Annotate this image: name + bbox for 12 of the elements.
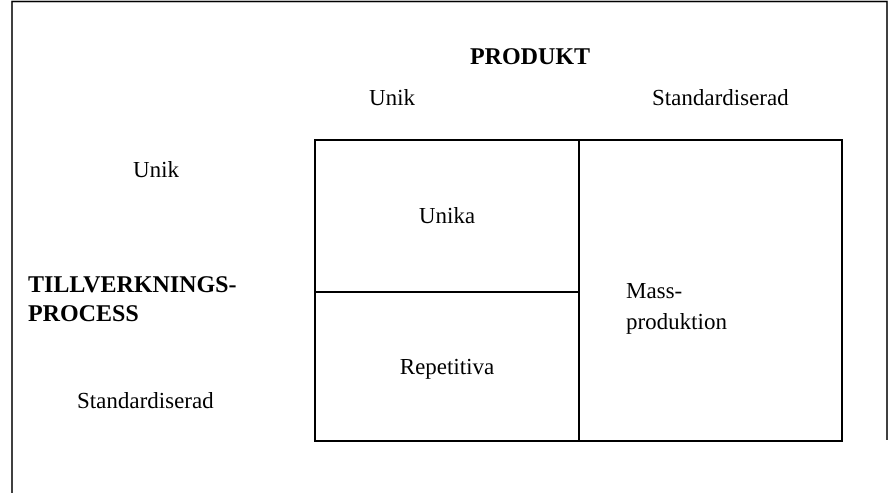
cell-label: Mass- produktion (626, 277, 728, 336)
axis-label: Unik (133, 156, 179, 184)
axis-label: Standardiserad (652, 84, 789, 112)
matrix-cell (314, 291, 580, 442)
cell-label: Unika (418, 202, 476, 230)
axis-title: TILLVERKNINGS- PROCESS (28, 271, 238, 329)
axis-label: Standardiserad (77, 387, 214, 415)
matrix-cell (314, 139, 580, 293)
cell-label: Repetitiva (400, 352, 494, 381)
axis-label: Unik (369, 84, 415, 112)
matrix-cell (578, 139, 843, 442)
axis-title: PRODUKT (470, 43, 590, 72)
